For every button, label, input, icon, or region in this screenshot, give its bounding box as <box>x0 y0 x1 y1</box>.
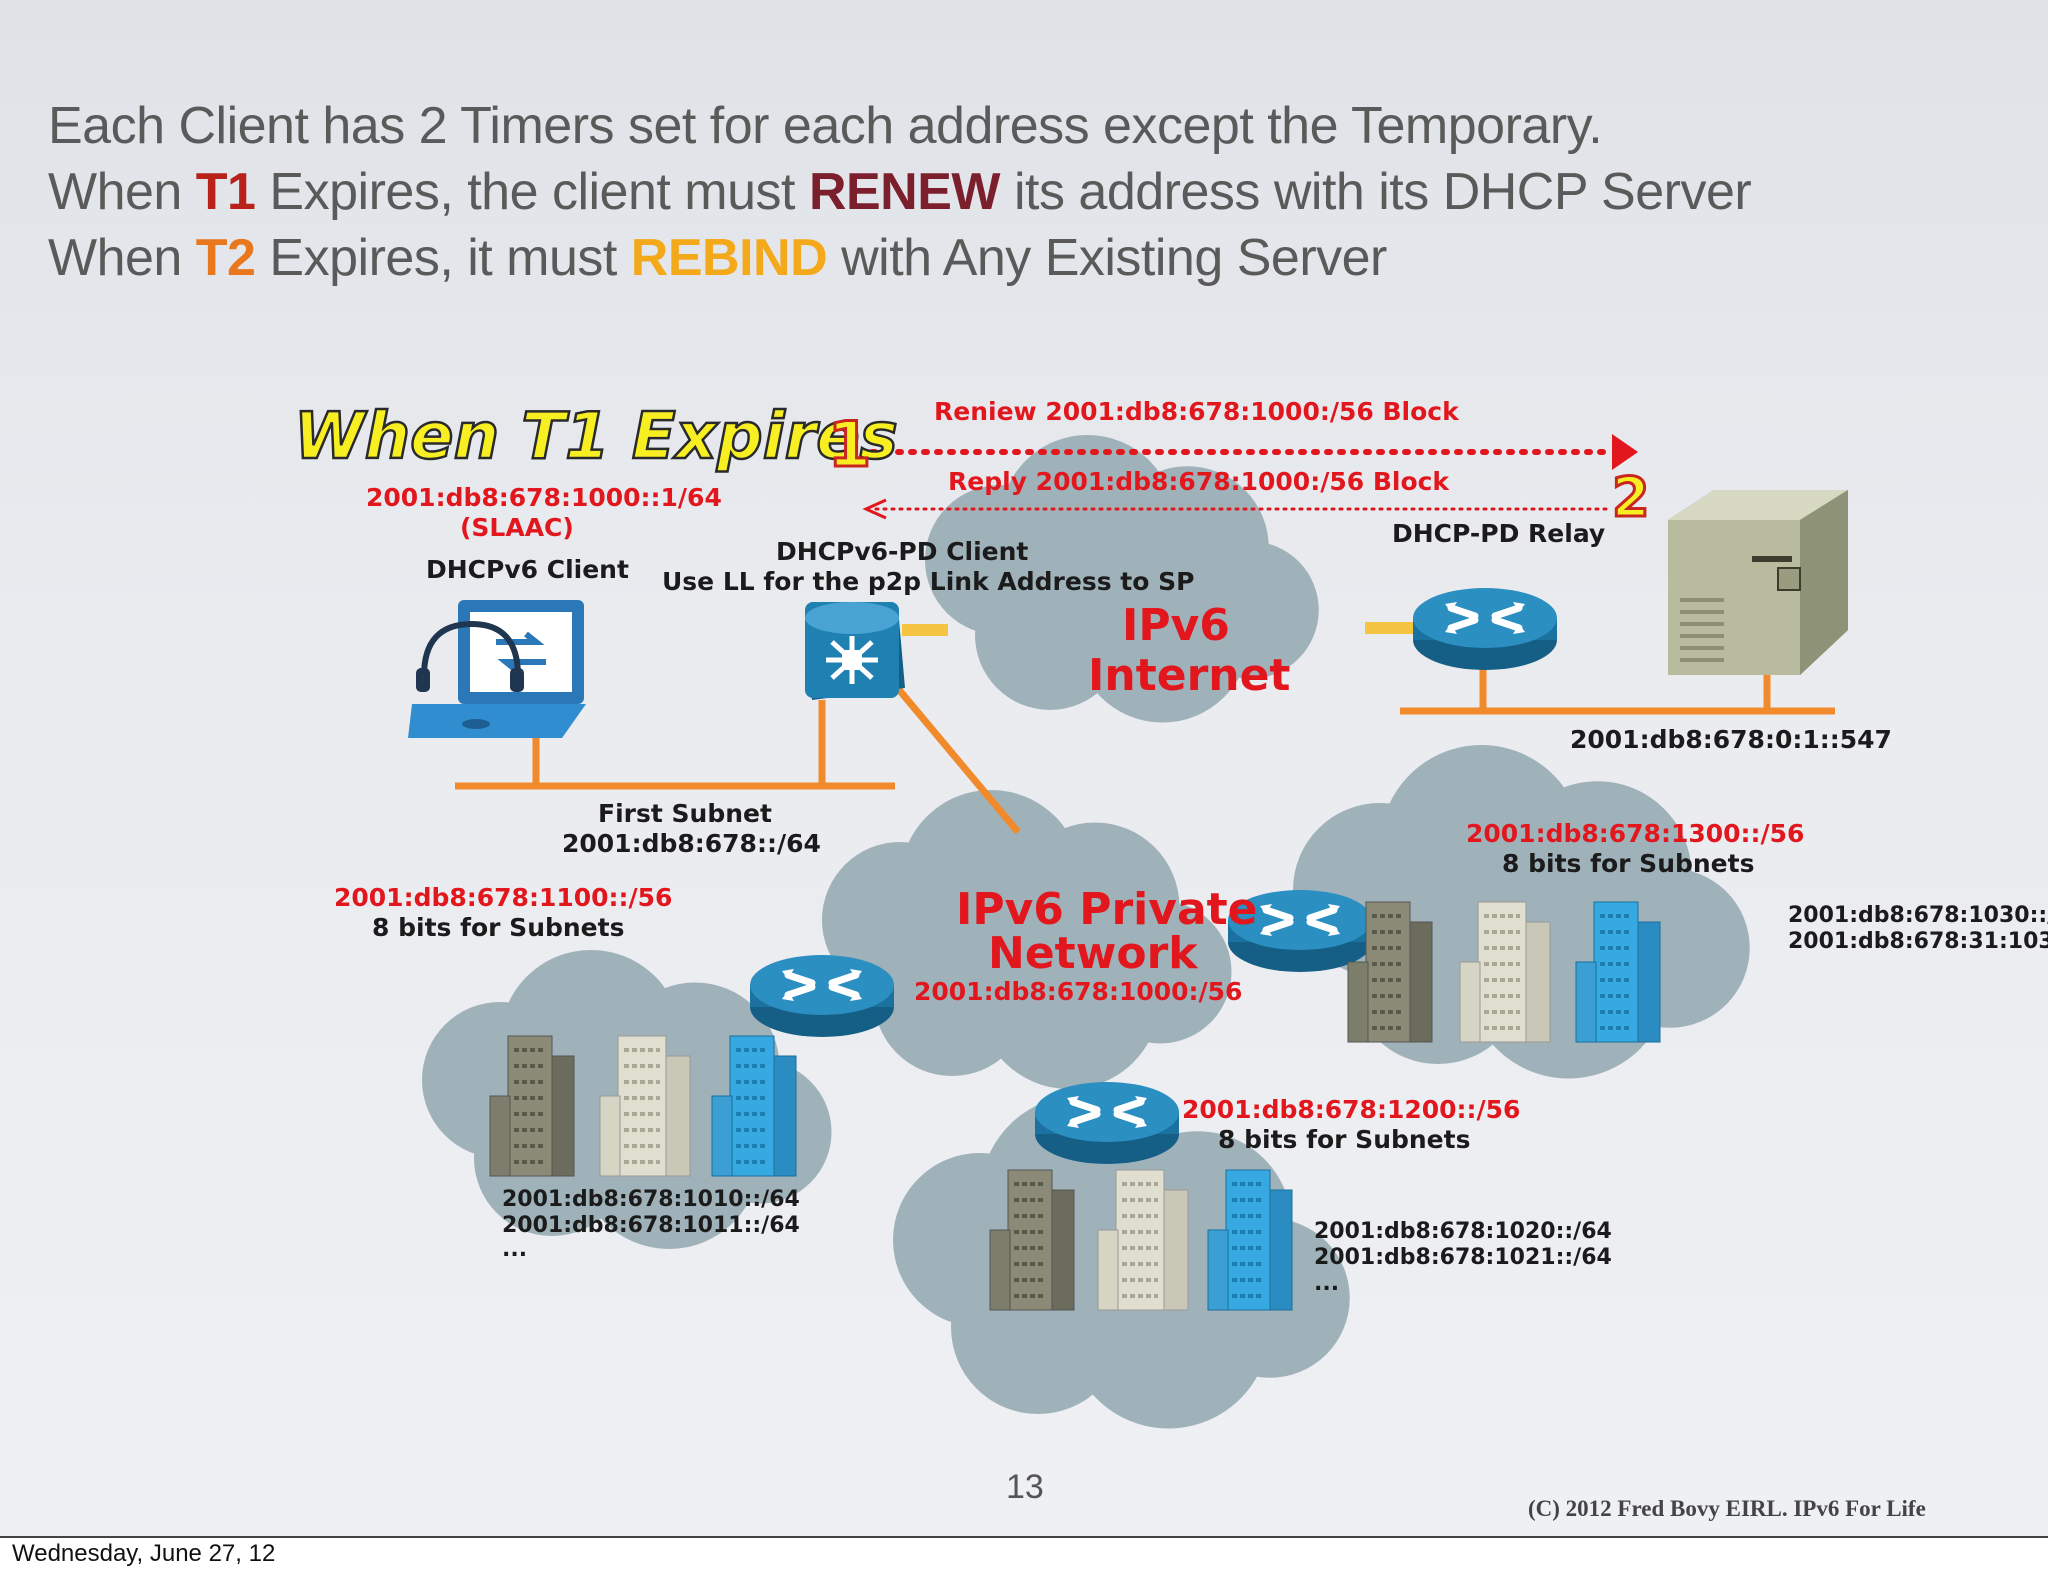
first-subnet-address: 2001:db8:678::/64 <box>562 829 821 858</box>
slide: Each Client has 2 Timers set for each ad… <box>0 0 2048 1538</box>
site-1100-more: ... <box>502 1237 527 1262</box>
site-1300-buildings <box>1346 900 1662 1044</box>
heading-line-3-mid: Expires, it must <box>255 229 631 287</box>
laptop-icon <box>408 600 586 738</box>
heading-line-3-post: with Any Existing Server <box>827 229 1387 287</box>
renew-message: Reniew 2001:db8:678:1000:/56 Block <box>934 397 1460 426</box>
heading-line-2-post: its address with its DHCP Server <box>1000 163 1752 221</box>
heading-line-2-mid: Expires, the client must <box>255 163 809 221</box>
pd-client-note: Use LL for the p2p Link Address to SP <box>662 567 1194 596</box>
heading-line-3: When T2 Expires, it must REBIND with Any… <box>48 228 1387 288</box>
footer-date: Wednesday, June 27, 12 <box>12 1540 276 1567</box>
heading-line-2: When T1 Expires, the client must RENEW i… <box>48 162 1752 222</box>
site-1100-bits: 8 bits for Subnets <box>372 913 624 942</box>
site-1100-router-icon <box>750 955 894 1037</box>
client-slaac: (SLAAC) <box>460 513 574 542</box>
renew-arrow-head <box>1612 434 1638 470</box>
copyright: (C) 2012 Fred Bovy EIRL. IPv6 For Life <box>1528 1496 1926 1521</box>
links <box>455 665 1835 835</box>
first-subnet-label: First Subnet <box>598 799 772 828</box>
renew-term: RENEW <box>808 163 1001 221</box>
private-network-label-1: IPv6 Private <box>956 884 1258 935</box>
private-network-address: 2001:db8:678:1000:/56 <box>914 977 1242 1006</box>
step-2-label: 2 <box>1612 466 1650 529</box>
site-1100-buildings <box>488 1034 798 1178</box>
network-diagram: When T1 Expires 1 2 Reniew 2001:db8:678:… <box>293 397 2048 1429</box>
site-1100-prefix: 2001:db8:678:1100::/56 <box>334 883 672 912</box>
private-network-label-2: Network <box>988 928 1199 979</box>
relay-label: DHCP-PD Relay <box>1392 519 1605 548</box>
step-1-label: 1 <box>828 408 871 481</box>
heading-line-1: Each Client has 2 Timers set for each ad… <box>48 97 1603 155</box>
site-1100-subnet-1: 2001:db8:678:1010::/64 <box>502 1187 800 1212</box>
t1-term: T1 <box>195 163 256 221</box>
diagram-title: When T1 Expires <box>294 400 898 474</box>
internet-label-2: Internet <box>1088 650 1290 701</box>
relay-router-icon <box>1413 588 1557 670</box>
reply-arrow-head <box>862 498 887 520</box>
site-1300-prefix: 2001:db8:678:1300::/56 <box>1466 819 1804 848</box>
page-number: 13 <box>1006 1468 1044 1506</box>
site-1200-router-icon <box>1035 1082 1179 1164</box>
heading-line-2-pre: When <box>48 163 196 221</box>
site-1200-prefix: 2001:db8:678:1200::/56 <box>1182 1095 1520 1124</box>
pd-client-switch-icon <box>805 602 905 700</box>
site-1300-bits: 8 bits for Subnets <box>1502 849 1754 878</box>
t2-term: T2 <box>195 229 256 287</box>
site-1200-buildings <box>988 1168 1294 1312</box>
site-1300-subnet-2: 2001:db8:678:31:1031::/64 <box>1788 929 2048 954</box>
site-1200-subnet-2: 2001:db8:678:1021::/64 <box>1314 1245 1612 1270</box>
site-1100-subnet-2: 2001:db8:678:1011::/64 <box>502 1213 800 1238</box>
site-1200-bits: 8 bits for Subnets <box>1218 1125 1470 1154</box>
server-icon <box>1668 490 1848 675</box>
site-1200-more: ... <box>1314 1271 1339 1296</box>
serial-links <box>902 622 1418 636</box>
pd-client-label: DHCPv6-PD Client <box>776 537 1028 566</box>
client-address: 2001:db8:678:1000::1/64 <box>366 483 722 512</box>
reply-message: Reply 2001:db8:678:1000:/56 Block <box>948 467 1450 496</box>
heading-line-3-pre: When <box>48 229 196 287</box>
server-address: 2001:db8:678:0:1::547 <box>1570 725 1892 754</box>
client-label: DHCPv6 Client <box>426 555 629 584</box>
internet-label-1: IPv6 <box>1122 600 1230 651</box>
site-1200-subnet-1: 2001:db8:678:1020::/64 <box>1314 1219 1612 1244</box>
rebind-term: REBIND <box>630 229 828 287</box>
site-1300-subnet-1: 2001:db8:678:1030::/64 <box>1788 903 2048 928</box>
